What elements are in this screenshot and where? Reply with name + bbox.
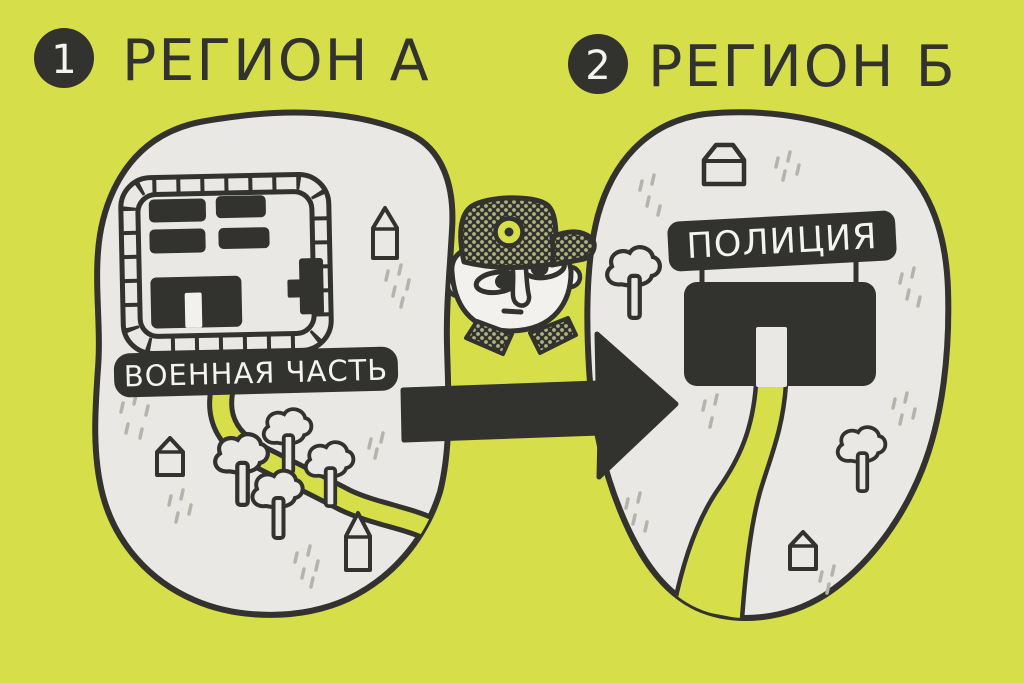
road [671,383,789,618]
barracks-building [215,195,266,219]
mouth [501,308,524,315]
collar [464,319,514,356]
police-station: ПОЛИЦИЯ [667,210,897,387]
police-door [756,327,787,387]
military-base-label: ВОЕННАЯ ЧАСТЬ [113,346,399,398]
step-1-title: РЕГИОН А [122,28,431,94]
cap-cockade-center [504,227,514,237]
barracks-building [149,228,206,254]
compound-fence-rungs [121,175,331,353]
region-a-map: ВОЕННАЯ ЧАСТЬ [92,109,456,618]
step-2-number: 2 [585,43,610,89]
terrain-dashes [119,263,411,589]
military-base-label-text: ВОЕННАЯ ЧАСТЬ [123,353,388,394]
step-2-header: 2 РЕГИОН Б [568,34,957,100]
collar [528,316,578,355]
barracks-building [218,227,270,250]
step-1-number: 1 [51,37,76,83]
compound-gate-stub [287,279,304,298]
terrain-dashes [624,150,922,595]
police-sign: ПОЛИЦИЯ [667,210,897,272]
step-1-badge [34,28,94,88]
region-b-map: ПОЛИЦИЯ [584,109,952,621]
cap-brim [549,229,597,268]
step-2-badge [568,34,628,94]
pupil [495,273,513,290]
compound-gate [298,258,325,315]
house-icon [344,511,372,572]
house-icon [701,142,747,187]
officer-face-icon [445,195,597,356]
step-1-header: 1 РЕГИОН А [34,28,431,94]
hq-door [184,292,203,328]
barracks-building [148,198,207,223]
military-compound [118,171,334,357]
watch-tower-icon [371,206,399,260]
military-cap-icon [458,195,597,270]
police-sign-text: ПОЛИЦИЯ [686,217,879,267]
step-2-title: РЕГИОН Б [648,34,957,100]
transfer-arrow-icon [400,331,679,480]
